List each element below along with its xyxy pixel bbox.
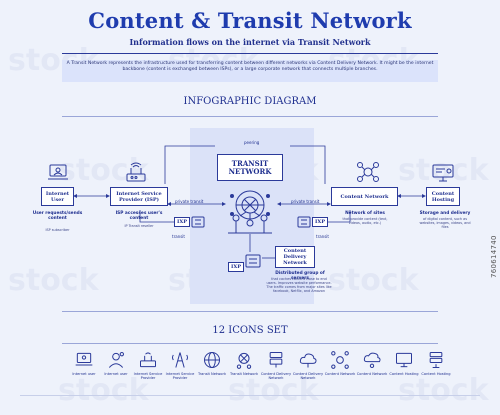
icon-set-label: Content Delivery Network [260,372,292,381]
ixp-center-badge: IXP [228,262,244,272]
diagram-divider [62,116,438,117]
icon-set-item: Content Hosting [387,350,421,376]
caption-cdn-sub: that caches content close to end users. … [266,277,332,293]
icon-set-label: Transit Network [229,372,259,376]
node-internet-user[interactable]: Internet User [41,187,74,206]
ixp-center-switch-icon [245,254,261,268]
icon-set-label: Content Delivery Network [292,372,324,381]
content-network-hub-icon [357,162,379,182]
icon-set-item: Content Hosting [419,350,453,376]
icon-set-item: Content Network [323,350,357,376]
icons-heading-divider [62,343,438,344]
page-title: Content & Transit Network [88,8,412,33]
bottom-divider [20,395,480,396]
page-subtitle: Information flows on the internet via Tr… [129,37,371,47]
icon-set-label: Content Hosting [389,372,419,376]
icon-set-item: Content Delivery Network [291,350,325,380]
node-content-network[interactable]: Content Network [331,187,398,206]
icon-set-item: Internet user [67,350,101,376]
caption-cdn: Distributed group of servers [275,271,325,281]
node-isp[interactable]: Internet Service Provider (ISP) [110,187,168,206]
content-hosting-monitor-icon [396,352,412,368]
caption-content-network: Network of sites [345,211,385,216]
isp-tower-icon [172,352,188,368]
ixp-right-switch-icon [297,216,311,228]
icon-set-item: Internet user [99,350,133,376]
icon-set-item: Content Delivery Network [259,350,293,380]
icon-set-label: Internet user [104,372,128,376]
icon-set-label: Internet user [72,372,96,376]
icons-heading: 12 ICONS SET [212,325,288,336]
edge-label-peering: peering [244,140,260,145]
icons-top-divider [62,311,438,312]
caption-user-sub: ISP subscriber [45,228,70,232]
icon-set-label: Content Network [324,372,356,376]
edge-label-private-transit-left: private transit [175,199,204,204]
cdn-server-icon [269,352,283,368]
node-cdn[interactable]: Content Delivery Network [275,246,315,268]
intro-text: A Transit Network represents the infrast… [62,60,438,82]
caption-content-hosting-sub: of digital content, such as websites, im… [419,217,471,229]
ixp-left-switch-icon [191,216,205,228]
content-hosting-monitor-icon [432,164,454,182]
icon-set-label: Transit Network [197,372,227,376]
isp-router-icon [140,352,156,368]
caption-isp: ISP accesses user's content [115,211,163,221]
icon-set-item: Transit Network [195,350,229,376]
content-network-hub-icon [331,351,349,369]
caption-content-hosting: Storage and delivery [419,211,471,216]
diagram-heading: INFOGRAPHIC DIAGRAM [183,96,317,107]
stock-id: 760614740 [490,235,498,278]
caption-user: User requests/sends content [32,211,83,221]
edge-label-private-transit-right: private transit [291,199,320,204]
caption-content-network-sub: that provide content (text, videos, audi… [342,217,388,225]
cdn-cloud-icon [299,353,317,368]
icon-set-label: Internet Service Provider [133,372,163,381]
content-hosting-server-icon [429,352,443,368]
transit-globe-icon [204,352,220,368]
icon-set-label: Internet Service Provider [165,372,195,381]
edge-label-transit-right: transit [316,234,329,239]
icon-set-label: Content Network [356,372,388,376]
ixp-right-badge: IXP [312,217,328,227]
edge-label-transit-left: transit [172,234,185,239]
transit-nodes-icon [236,352,252,369]
caption-isp-sub: IP Transit reseller [124,224,154,228]
title-divider [62,53,438,54]
icon-set-item: Content Network [355,350,389,376]
node-transit-network[interactable]: TRANSIT NETWORK [217,154,283,181]
icon-set-item: Internet Service Provider [163,350,197,380]
icon-set-label: Content Hosting [421,372,451,376]
node-content-hosting[interactable]: Content Hosting [426,187,460,206]
icon-set-item: Transit Network [227,350,261,376]
isp-router-icon [126,162,146,182]
icon-set-item: Internet Service Provider [131,350,165,380]
content-network-cloud-icon [363,352,381,368]
ixp-left-badge: IXP [174,217,190,227]
laptop-user-icon [48,164,68,180]
internet-user-laptop-icon [75,352,93,366]
internet-user-profile-icon [108,352,124,368]
